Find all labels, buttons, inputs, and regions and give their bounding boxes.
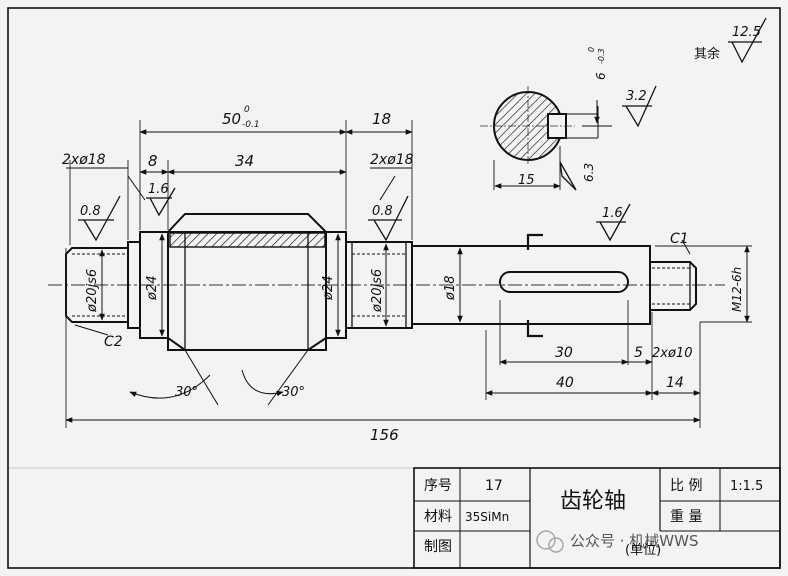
dim-keyway-upper: 0 bbox=[587, 47, 596, 52]
tb-seq-value: 17 bbox=[485, 478, 503, 494]
roughness-right-journal bbox=[373, 195, 409, 242]
dim-right-bearing: 2xø18 bbox=[370, 152, 414, 168]
gear-top-chamfer bbox=[167, 213, 327, 233]
wechat-icon bbox=[536, 530, 556, 550]
tb-weight-label: 重 量 bbox=[670, 509, 702, 525]
rough-shaft-value: 1.6 bbox=[602, 206, 623, 221]
roughness-shaft bbox=[599, 203, 631, 242]
roughness-general bbox=[731, 17, 767, 64]
shaft-outline bbox=[65, 213, 697, 351]
dim-shoulder-right: ø24 bbox=[321, 276, 336, 302]
dim-angle-left: 30° bbox=[175, 385, 198, 400]
dim-40: 40 bbox=[556, 375, 574, 391]
dim-18: 18 bbox=[372, 110, 391, 128]
dim-keyway-lower: -0.3 bbox=[597, 48, 606, 64]
title-block bbox=[413, 467, 781, 569]
dim-8: 8 bbox=[148, 152, 158, 170]
dim-section-depth: 6.3 bbox=[582, 163, 596, 182]
dimension-lines bbox=[65, 100, 750, 423]
rough-keyway-value: 3.2 bbox=[626, 89, 647, 104]
watermark-text: 公众号 · 机械WWS bbox=[570, 532, 699, 550]
dim-shoulder-left: ø24 bbox=[145, 276, 160, 302]
roughness-keyway bbox=[625, 85, 657, 128]
dim-50-lower: -0.1 bbox=[242, 120, 260, 130]
rough-gear-value: 1.6 bbox=[148, 182, 169, 197]
dim-c1: C1 bbox=[670, 231, 689, 247]
dim-thread: M12-6h bbox=[730, 267, 744, 312]
gear-tooth-hatch bbox=[169, 232, 326, 248]
sheet-border bbox=[7, 7, 781, 569]
tb-unit-label: (单位) bbox=[625, 543, 661, 558]
watermark: 公众号 · 机械WWS bbox=[536, 530, 699, 553]
dim-end-groove: 2xø10 bbox=[652, 346, 692, 361]
tb-part-name: 齿轮轴 bbox=[560, 489, 626, 514]
dim-50-upper: 0 bbox=[244, 105, 250, 115]
dimension-texts: 50 0 -0.1 18 8 34 2xø18 2xø18 156 30 5 2… bbox=[62, 25, 761, 444]
dim-overall: 156 bbox=[370, 426, 399, 444]
dim-angle-right: 30° bbox=[282, 385, 305, 400]
tb-material-value: 35SiMn bbox=[465, 510, 509, 524]
rough-right-value: 0.8 bbox=[372, 204, 393, 219]
dim-left-bearing: 2xø18 bbox=[62, 152, 106, 168]
title-block-texts: 序号 17 材料 35SiMn 制图 齿轮轴 比 例 1:1.5 重 量 (单位… bbox=[424, 478, 763, 558]
dim-journal-left: ø20js6 bbox=[85, 269, 100, 313]
dim-14: 14 bbox=[666, 375, 684, 391]
gear-body bbox=[167, 231, 327, 351]
tb-scale-value: 1:1.5 bbox=[730, 479, 763, 494]
tb-seq-label: 序号 bbox=[424, 478, 452, 494]
dim-journal-right: ø20js6 bbox=[370, 269, 385, 313]
dim-34: 34 bbox=[235, 152, 254, 170]
keyway-slot bbox=[499, 271, 629, 293]
roughness-symbols bbox=[78, 17, 767, 242]
dim-shaft-dia: ø18 bbox=[443, 276, 458, 302]
dim-key-length: 30 bbox=[555, 345, 573, 361]
dim-key-offset: 5 bbox=[634, 345, 643, 361]
roughness-section bbox=[559, 161, 577, 191]
rough-general-value: 12.5 bbox=[732, 25, 761, 40]
tb-drawn-label: 制图 bbox=[424, 539, 452, 555]
gear-bottom-chamfer bbox=[167, 337, 327, 351]
rough-general-label: 其余 bbox=[694, 46, 720, 62]
dim-section-width: 15 bbox=[518, 173, 535, 188]
section-view bbox=[480, 86, 612, 190]
tb-scale-label: 比 例 bbox=[670, 478, 702, 494]
roughness-gear bbox=[149, 187, 176, 217]
section-cut-markers bbox=[526, 233, 543, 338]
dim-keyway-depth: 6 bbox=[594, 72, 608, 80]
dim-c2: C2 bbox=[104, 334, 123, 350]
dim-50: 50 bbox=[222, 110, 241, 128]
tb-material-label: 材料 bbox=[424, 509, 452, 525]
threaded-end bbox=[649, 261, 697, 311]
rough-left-value: 0.8 bbox=[80, 204, 101, 219]
roughness-left-journal bbox=[83, 195, 121, 242]
